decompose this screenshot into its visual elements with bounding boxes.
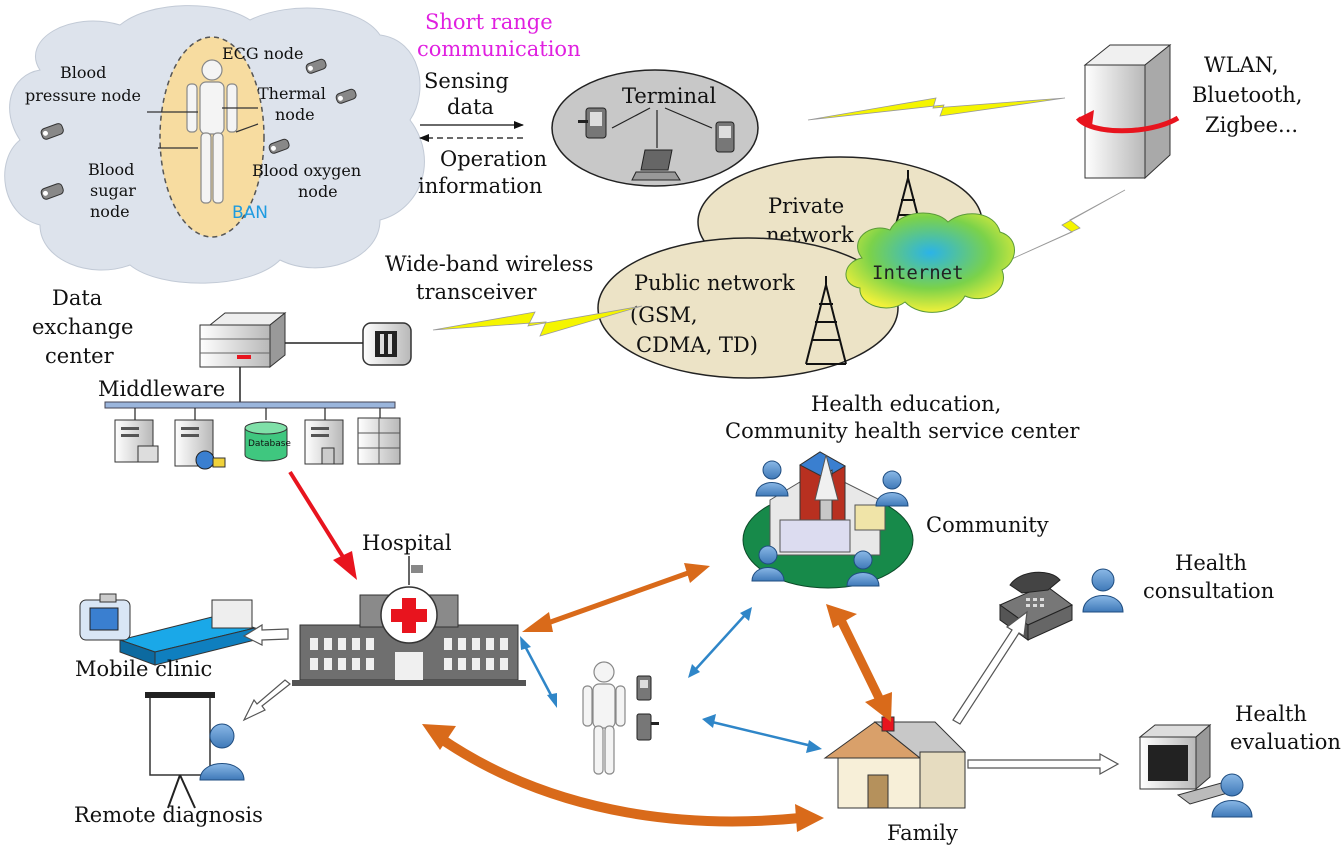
public-network-label-3: CDMA, TD) — [636, 333, 758, 357]
health-consultation-label-2: consultation — [1143, 579, 1274, 603]
patient-pda-icon — [636, 713, 659, 741]
public-network-ellipse — [597, 237, 899, 379]
terminal-ellipse — [551, 69, 759, 187]
ban-label: BAN — [232, 203, 268, 223]
data-center-hospital-arrow — [288, 470, 357, 580]
blood-sugar-node-label-3: node — [90, 202, 130, 221]
community-label: Community — [926, 513, 1049, 537]
terminal-label: Terminal — [622, 84, 717, 108]
blood-pressure-node-label-1: Blood — [60, 63, 106, 82]
remote-diagnosis-label: Remote diagnosis — [74, 803, 263, 827]
data-exchange-label-2: exchange — [32, 315, 133, 339]
wlan-access-point-icon — [1075, 43, 1180, 180]
hospital-family-arrow — [422, 724, 824, 832]
hospital-label: Hospital — [362, 531, 452, 555]
family-house-icon — [823, 716, 967, 809]
wlan-internet-wireless-link — [1004, 189, 1126, 263]
human-body-icon — [186, 59, 238, 204]
remote-diagnosis-icon — [145, 692, 245, 809]
middleware-bus — [104, 401, 396, 409]
evaluation-person-icon — [1211, 773, 1253, 818]
thermal-node-label-2: node — [275, 105, 315, 124]
patient-phone-icon — [636, 675, 652, 701]
patient-figure-icon — [582, 661, 626, 775]
health-consultation-label-1: Health — [1175, 551, 1247, 575]
transceiver-label-2: transceiver — [416, 280, 537, 304]
blood-sugar-sensor-icon — [40, 183, 64, 200]
laptop-icon — [631, 149, 681, 181]
transceiver-public-network-wireless-link — [432, 305, 643, 337]
mobile-clinic-label: Mobile clinic — [75, 657, 212, 681]
ban-connector-lines — [147, 107, 259, 149]
ban-body-ellipse — [159, 36, 265, 238]
community-title-1: Health education, — [811, 392, 1001, 416]
data-exchange-label-1: Data — [52, 286, 102, 310]
pda-icon — [578, 107, 607, 139]
consultation-person-icon — [1082, 568, 1124, 613]
family-label: Family — [887, 821, 958, 845]
health-evaluation-label-2: evaluation — [1230, 730, 1341, 754]
mobile-phone-icon — [715, 121, 735, 153]
family-consultation-arrow — [952, 610, 1028, 725]
blood-pressure-sensor-icon — [40, 123, 64, 140]
transceiver-icon — [362, 322, 412, 366]
short-range-label-2: communication — [417, 37, 581, 61]
database-icon: Database — [244, 421, 291, 462]
wlan-label-1: WLAN, — [1204, 53, 1278, 77]
operation-info-label-1: Operation — [440, 147, 547, 171]
blood-sugar-node-label-2: sugar — [90, 181, 136, 200]
public-network-label-1: Public network — [634, 271, 795, 295]
thermal-node-label-1: Thermal — [258, 84, 326, 103]
internet-label: Internet — [872, 262, 964, 284]
health-evaluation-label-1: Health — [1235, 702, 1307, 726]
operation-info-label-2: information — [418, 174, 542, 198]
database-label: Database — [248, 439, 291, 449]
data-exchange-label-3: center — [45, 344, 115, 368]
data-exchange-server-icon — [199, 311, 287, 369]
public-network-tower-icon — [805, 276, 847, 365]
thermal-sensor-icon — [335, 88, 357, 104]
community-person-icons — [751, 460, 909, 587]
blood-oxygen-node-label-2: node — [298, 182, 338, 201]
hospital-mobile-clinic-arrow — [242, 623, 289, 646]
storage-rack-icon — [357, 417, 401, 465]
sensing-data-label-2: data — [447, 95, 494, 119]
terminal-wlan-wireless-link — [807, 97, 1066, 121]
family-evaluation-arrow — [967, 752, 1120, 776]
wlan-label-2: Bluetooth, — [1192, 83, 1302, 107]
hospital-building-icon — [292, 556, 526, 686]
web-server-icon — [174, 419, 226, 470]
ecg-node-label: ECG node — [222, 44, 303, 63]
community-title-2: Community health service center — [725, 419, 1080, 443]
public-network-label-2: (GSM, — [630, 303, 698, 327]
hospital-remote-diagnosis-arrow — [242, 679, 291, 722]
wlan-label-3: Zigbee... — [1205, 113, 1298, 137]
community-family-arrow — [826, 604, 892, 722]
sensing-data-label-1: Sensing — [424, 69, 509, 93]
blood-sugar-node-label-1: Blood — [88, 160, 134, 179]
middleware-label: Middleware — [98, 377, 225, 401]
terminal-group: Terminal — [551, 69, 759, 187]
ecg-sensor-icon — [305, 58, 327, 74]
patient-family-arrow — [702, 714, 822, 753]
blood-pressure-node-label-2: pressure node — [25, 86, 141, 105]
patient-hospital-arrow — [520, 636, 557, 708]
blood-oxygen-sensor-icon — [268, 138, 290, 154]
patient-community-arrow — [688, 607, 752, 678]
hospital-community-arrow — [522, 563, 710, 632]
short-range-label-1: Short range — [425, 10, 553, 34]
private-network-label-1: Private — [768, 194, 844, 218]
mobile-clinic-icon — [79, 593, 257, 666]
transceiver-label-1: Wide-band wireless — [385, 252, 593, 276]
application-server-icon — [114, 419, 159, 463]
ban-cloud: ECG node Blood pressure node Thermal nod… — [4, 5, 425, 284]
internet-cloud: Internet — [845, 212, 1015, 313]
blood-oxygen-node-label-1: Blood oxygen — [252, 161, 361, 180]
file-server-icon — [304, 419, 344, 465]
